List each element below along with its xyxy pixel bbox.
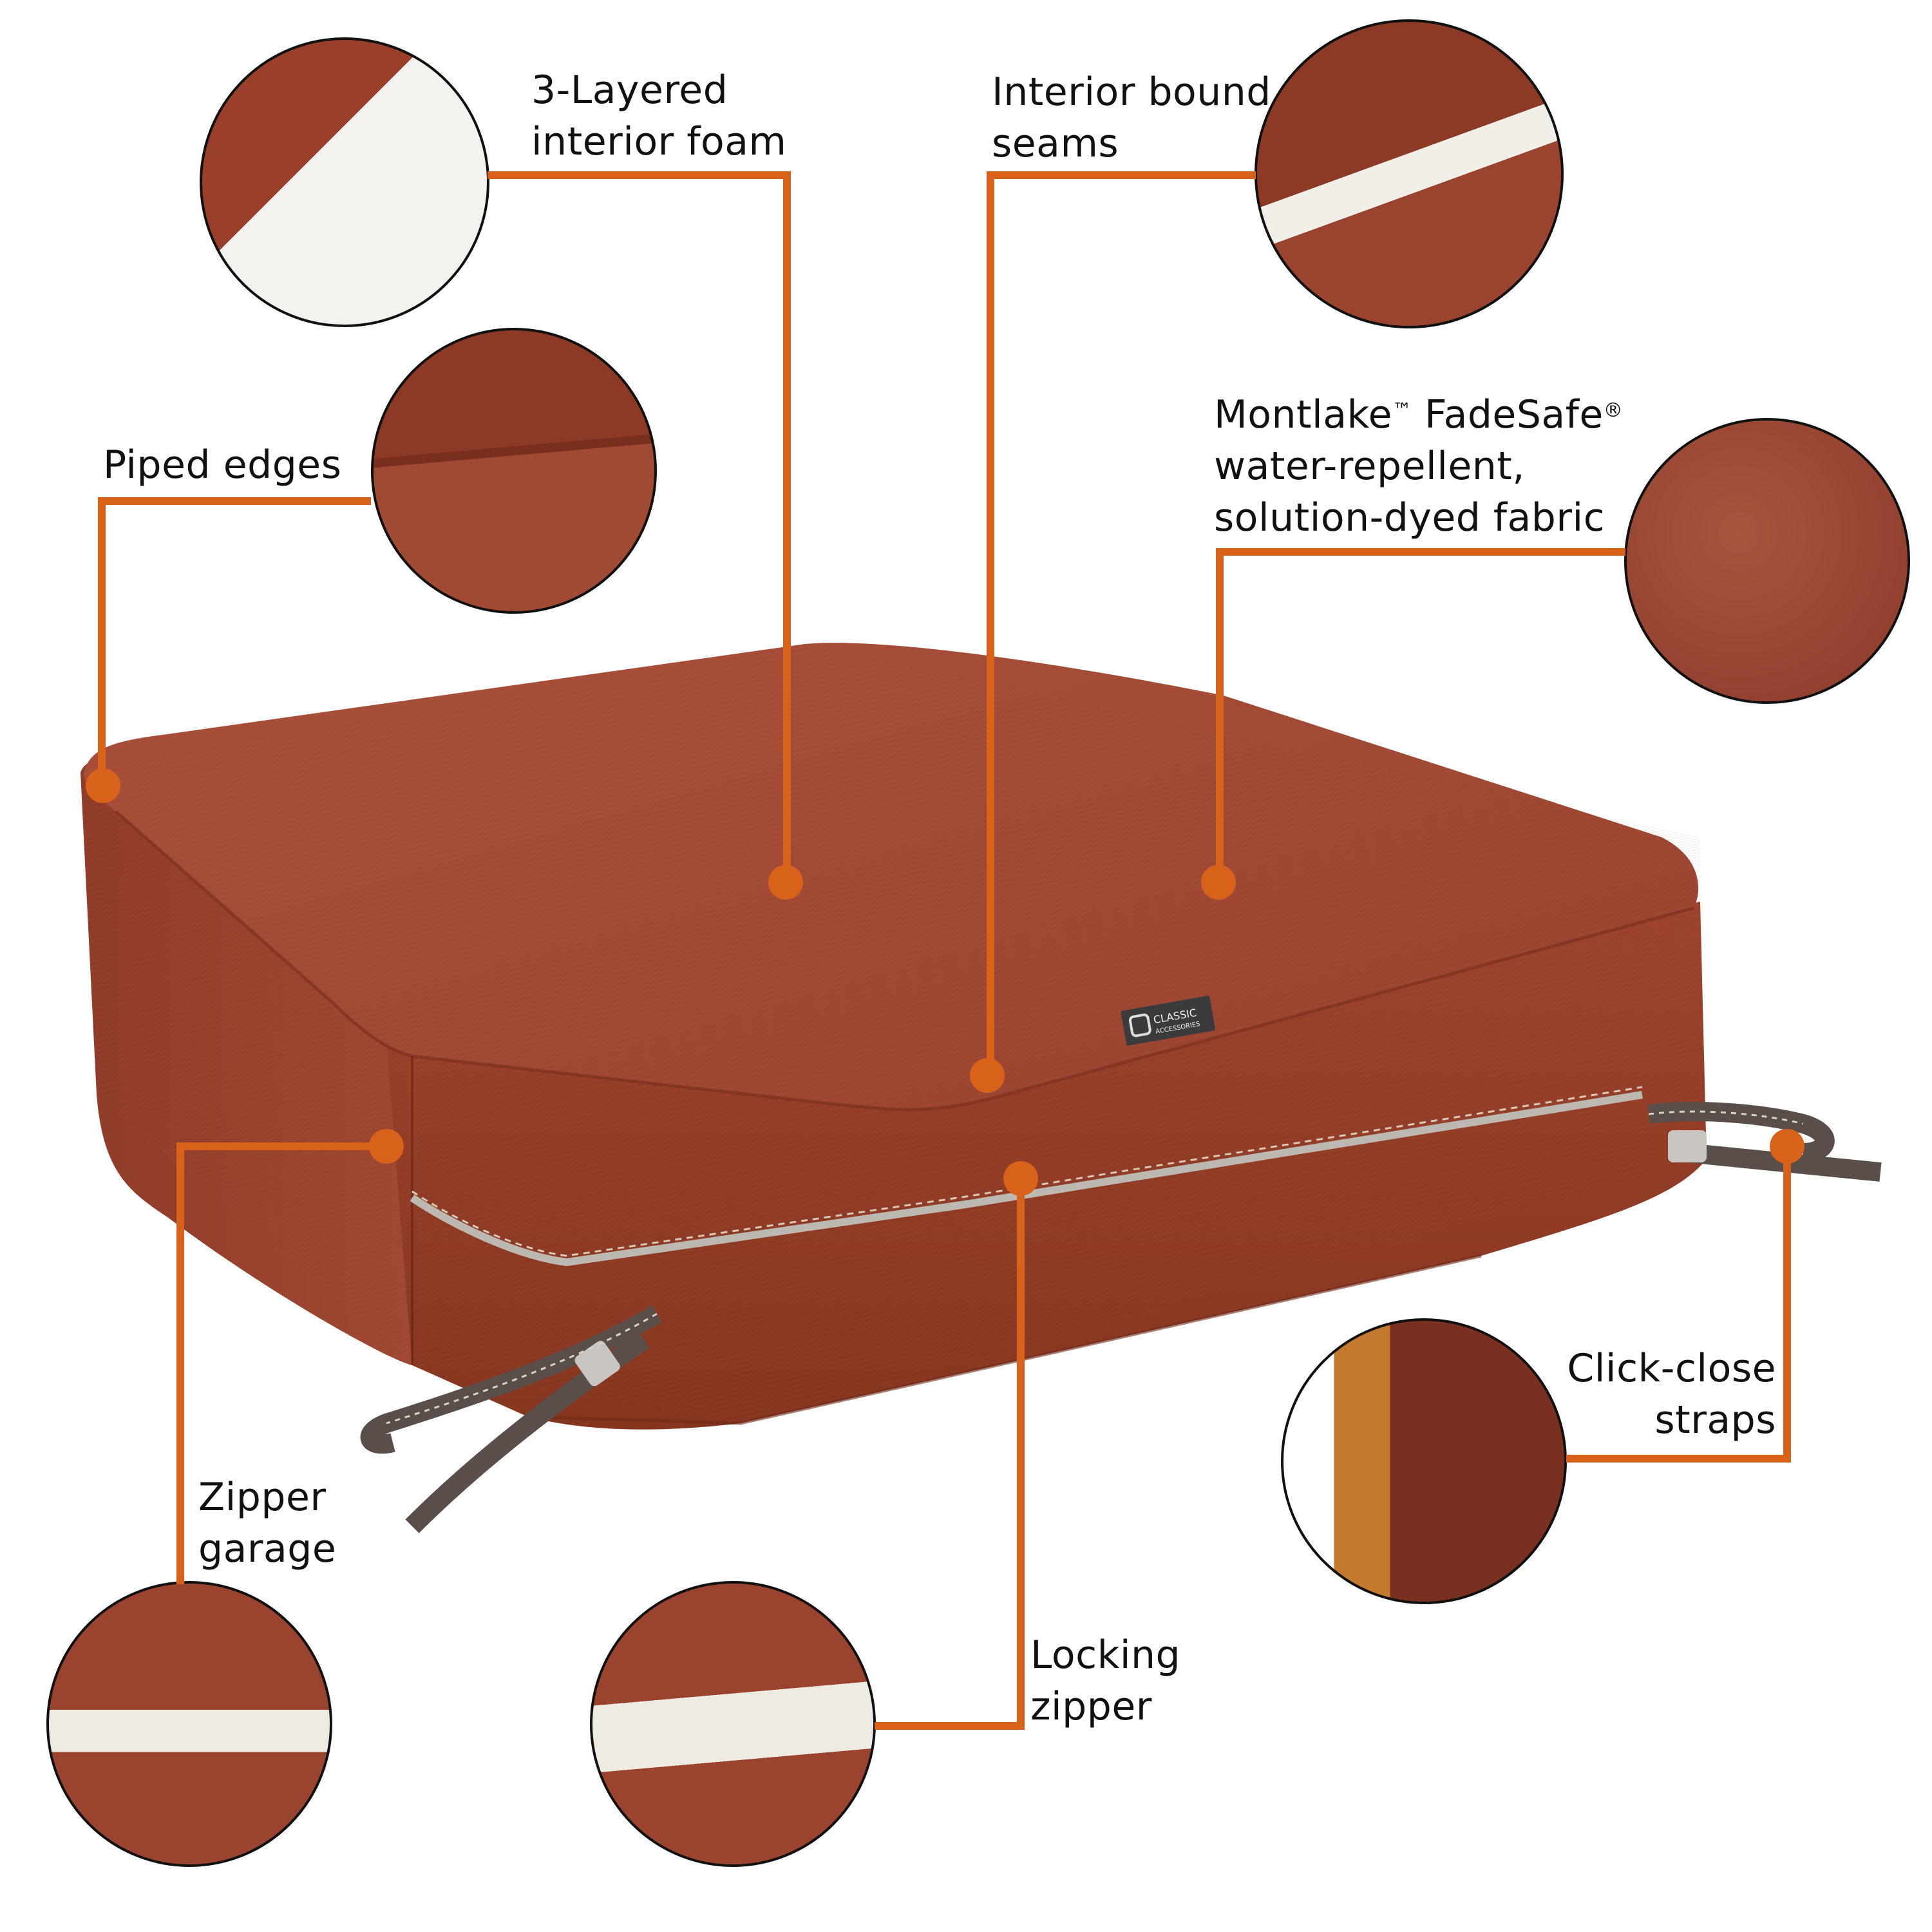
dot-fabric — [1201, 865, 1236, 900]
label-locking-zipper: Locking zipper — [1030, 1633, 1181, 1729]
label-zipper-garage: Zipper garage — [198, 1475, 337, 1571]
registered-symbol: ® — [1603, 399, 1624, 422]
trademark-symbol: ™ — [1392, 399, 1412, 422]
left-strap — [360, 1305, 662, 1533]
leader-zipper-garage — [176, 1142, 386, 1584]
dot-zipper-garage — [369, 1129, 404, 1164]
leader-fabric — [1216, 548, 1625, 882]
leader-locking-zipper — [875, 1179, 1025, 1730]
detail-circle-seams — [1255, 19, 1564, 328]
label-seams: Interior bound seams — [992, 70, 1271, 166]
dot-seams — [970, 1058, 1005, 1093]
piping-top-edge — [115, 810, 1694, 1112]
zipper-track — [410, 1091, 1643, 1267]
leader-foam — [488, 171, 791, 882]
detail-circle-foam — [200, 37, 489, 327]
dot-straps — [1770, 1129, 1804, 1164]
brand-tag: CLASSIC ACCESSORIES — [1121, 996, 1215, 1046]
dot-piped — [86, 768, 120, 803]
detail-circle-locking-zipper — [590, 1581, 876, 1867]
label-straps: Click-close straps — [1567, 1346, 1776, 1443]
label-foam: 3-Layered interior foam — [531, 68, 787, 164]
label-piped: Piped edges — [103, 442, 342, 488]
dot-foam — [768, 865, 803, 900]
leader-seams — [987, 171, 1256, 1075]
detail-circle-zipper-garage — [46, 1581, 332, 1867]
detail-circle-straps — [1281, 1318, 1567, 1604]
label-fabric: Montlake™ FadeSafe® water-repellent, sol… — [1214, 392, 1624, 540]
leader-straps — [1566, 1146, 1791, 1463]
leader-piped — [98, 497, 371, 786]
dot-locking-zipper — [1003, 1161, 1038, 1196]
detail-circle-piped — [371, 328, 657, 614]
detail-circle-fabric — [1624, 418, 1910, 704]
